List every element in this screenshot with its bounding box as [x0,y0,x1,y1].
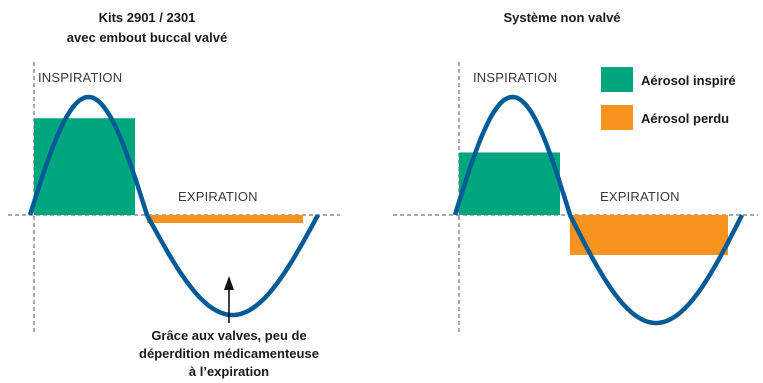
left-note-line2: déperdition médicamenteuse [139,346,319,361]
left-note-arrow-head [224,276,234,290]
legend-inspired-swatch [601,67,633,92]
left-note-line3: à l’expiration [189,364,269,379]
right-inspired-aerosol-area [459,152,560,215]
right-lost-aerosol-area [570,215,728,255]
left-lost-aerosol-area [147,215,303,223]
left-breathing-wave [27,94,320,318]
right-inspiration-label: INSPIRATION [473,70,557,85]
left-title-line1: Kits 2901 / 2301 [99,10,196,25]
legend-inspired-label: Aérosol inspiré [641,73,736,88]
legend: Aérosol inspiré Aérosol perdu [601,67,736,130]
legend-lost-swatch [601,105,633,130]
right-expiration-label: EXPIRATION [600,189,680,204]
left-panel: Kits 2901 / 2301 avec embout buccal valv… [8,10,340,379]
legend-lost-label: Aérosol perdu [641,111,729,126]
right-title: Système non valvé [503,10,620,25]
left-inspiration-label: INSPIRATION [38,70,122,85]
right-breathing-wave [452,94,745,326]
right-panel: Système non valvé INSPIRATION EXPIRATION [393,10,758,332]
left-expiration-label: EXPIRATION [178,189,258,204]
left-note-line1: Grâce aux valves, peu de [151,328,306,343]
left-title-line2: avec embout buccal valvé [67,30,227,45]
